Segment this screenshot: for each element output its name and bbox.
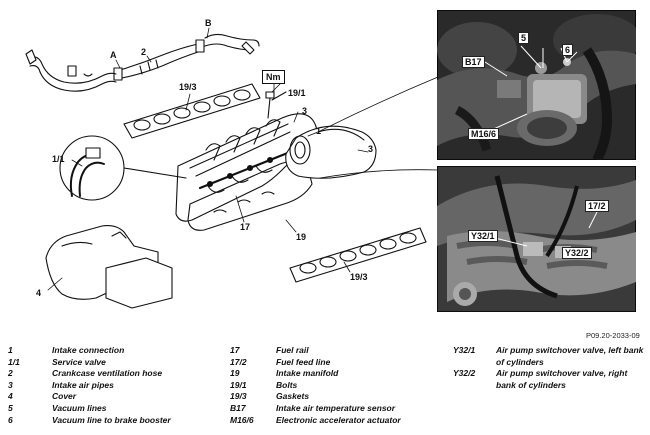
legend-row: 19/1 Bolts [230,380,401,392]
legend-code: 6 [8,414,13,425]
engine-photo-bottom [437,166,636,312]
fuel-rail [198,150,292,190]
service-valve-detail [59,135,187,201]
legend-desc: Bolts [276,379,298,390]
crankcase-ventilation-hose-b [204,33,260,55]
gasket-row-bottom [289,227,427,283]
figure-id: P09.20-2033-09 [586,331,640,340]
legend-desc: Gaskets [276,391,310,402]
gasket-row-top [123,83,261,139]
legend-row: 4 Cover [8,391,171,403]
legend-code: 1 [8,345,13,355]
legend-desc: Intake air temperature sensor [276,402,396,413]
callout-17: 17 [240,222,251,232]
intake-air-pipe [285,125,377,179]
legend-code: 2 [8,368,13,379]
legend-code: M16/6 [230,414,254,425]
legend-row: 5 Vacuum lines [8,403,171,415]
callout-2: 2 [141,47,147,57]
legend-row: 1 Intake connection [8,345,171,357]
legend-column-1: 1 Intake connection 1/1 Service valve 2 Cra… [8,345,171,426]
photo-callout-5: 5 [518,32,530,44]
legend-row: 17 Fuel rail [230,345,401,357]
legend-code: Y32/2 [453,368,476,379]
callout-b: B [205,18,212,28]
legend-desc: Air pump switchover valve, right bank of… [496,368,628,390]
legend-code: 17/2 [230,356,247,367]
callout-nm-torque: Nm [262,70,285,84]
legend-column-3: Y32/1 Air pump switchover valve, left ban… [453,345,646,391]
legend-code: 4 [8,391,13,402]
photo-callout-y32-1: Y32/1 [468,230,498,242]
legend-desc: Crankcase ventilation hose [52,368,163,379]
legend-code: 5 [8,402,13,413]
legend-code: 3 [8,379,13,390]
callout-19-3-bottom: 19/3 [350,272,368,282]
legend-desc: Cover [52,391,77,402]
legend-desc: Vacuum lines [52,402,107,413]
legend-row: 19 Intake manifold [230,368,401,380]
photo-callout-17-2: 17/2 [585,200,609,212]
photo-callout-b17: B17 [462,56,485,68]
photo-callout-m16-6: M16/6 [468,128,500,140]
legend-code: 19/3 [230,391,247,402]
legend-code: 19/1 [230,379,247,390]
cover [45,225,173,309]
hose-2 [113,39,205,81]
legend-row: Y32/2 Air pump switchover valve, right ba… [453,368,646,391]
legend-code: 17 [230,345,240,355]
legend-desc: Fuel rail [276,345,309,355]
photo-callout-6: 6 [562,44,574,56]
legend-desc: Intake connection [52,345,125,355]
callout-19: 19 [296,232,307,242]
callout-1-1: 1/1 [52,154,65,164]
legend-code: B17 [230,402,246,413]
callout-1: 1 [316,126,322,136]
legend-desc: Vacuum line to brake booster [52,414,171,425]
leader-lines [47,27,439,291]
legend-desc: Intake manifold [276,368,339,379]
legend-row: 19/3 Gaskets [230,391,401,403]
legend-code: Y32/1 [453,345,476,355]
intake-manifold [175,113,318,231]
callout-3-lower: 3 [368,144,374,154]
bolt [265,91,287,119]
legend-row: B17 Intake air temperature sensor [230,403,401,415]
callout-19-3-top: 19/3 [179,82,197,92]
legend-desc: Electronic accelerator actuator [276,414,401,425]
legend-row: 6 Vacuum line to brake booster [8,415,171,427]
legend-desc: Intake air pipes [52,379,114,390]
legend-row: M16/6 Electronic accelerator actuator [230,415,401,427]
legend-row: 3 Intake air pipes [8,380,171,392]
legend-desc: Service valve [52,356,106,367]
photo-callout-y32-2: Y32/2 [562,247,592,259]
legend-code: 1/1 [8,356,20,367]
callout-4: 4 [36,288,42,298]
legend-code: 19 [230,368,240,379]
legend-row: Y32/1 Air pump switchover valve, left ban… [453,345,646,368]
callout-a: A [110,50,117,60]
legend-row: 1/1 Service valve [8,357,171,369]
callout-19-1: 19/1 [288,88,306,98]
callout-3-upper: 3 [302,106,308,116]
hose-a [25,49,117,92]
legend-row: 2 Crankcase ventilation hose [8,368,171,380]
engine-photo-top [437,10,636,160]
legend-desc: Air pump switchover valve, left bank of … [496,345,644,367]
legend-row: 17/2 Fuel feed line [230,357,401,369]
legend-desc: Fuel feed line [276,356,331,367]
